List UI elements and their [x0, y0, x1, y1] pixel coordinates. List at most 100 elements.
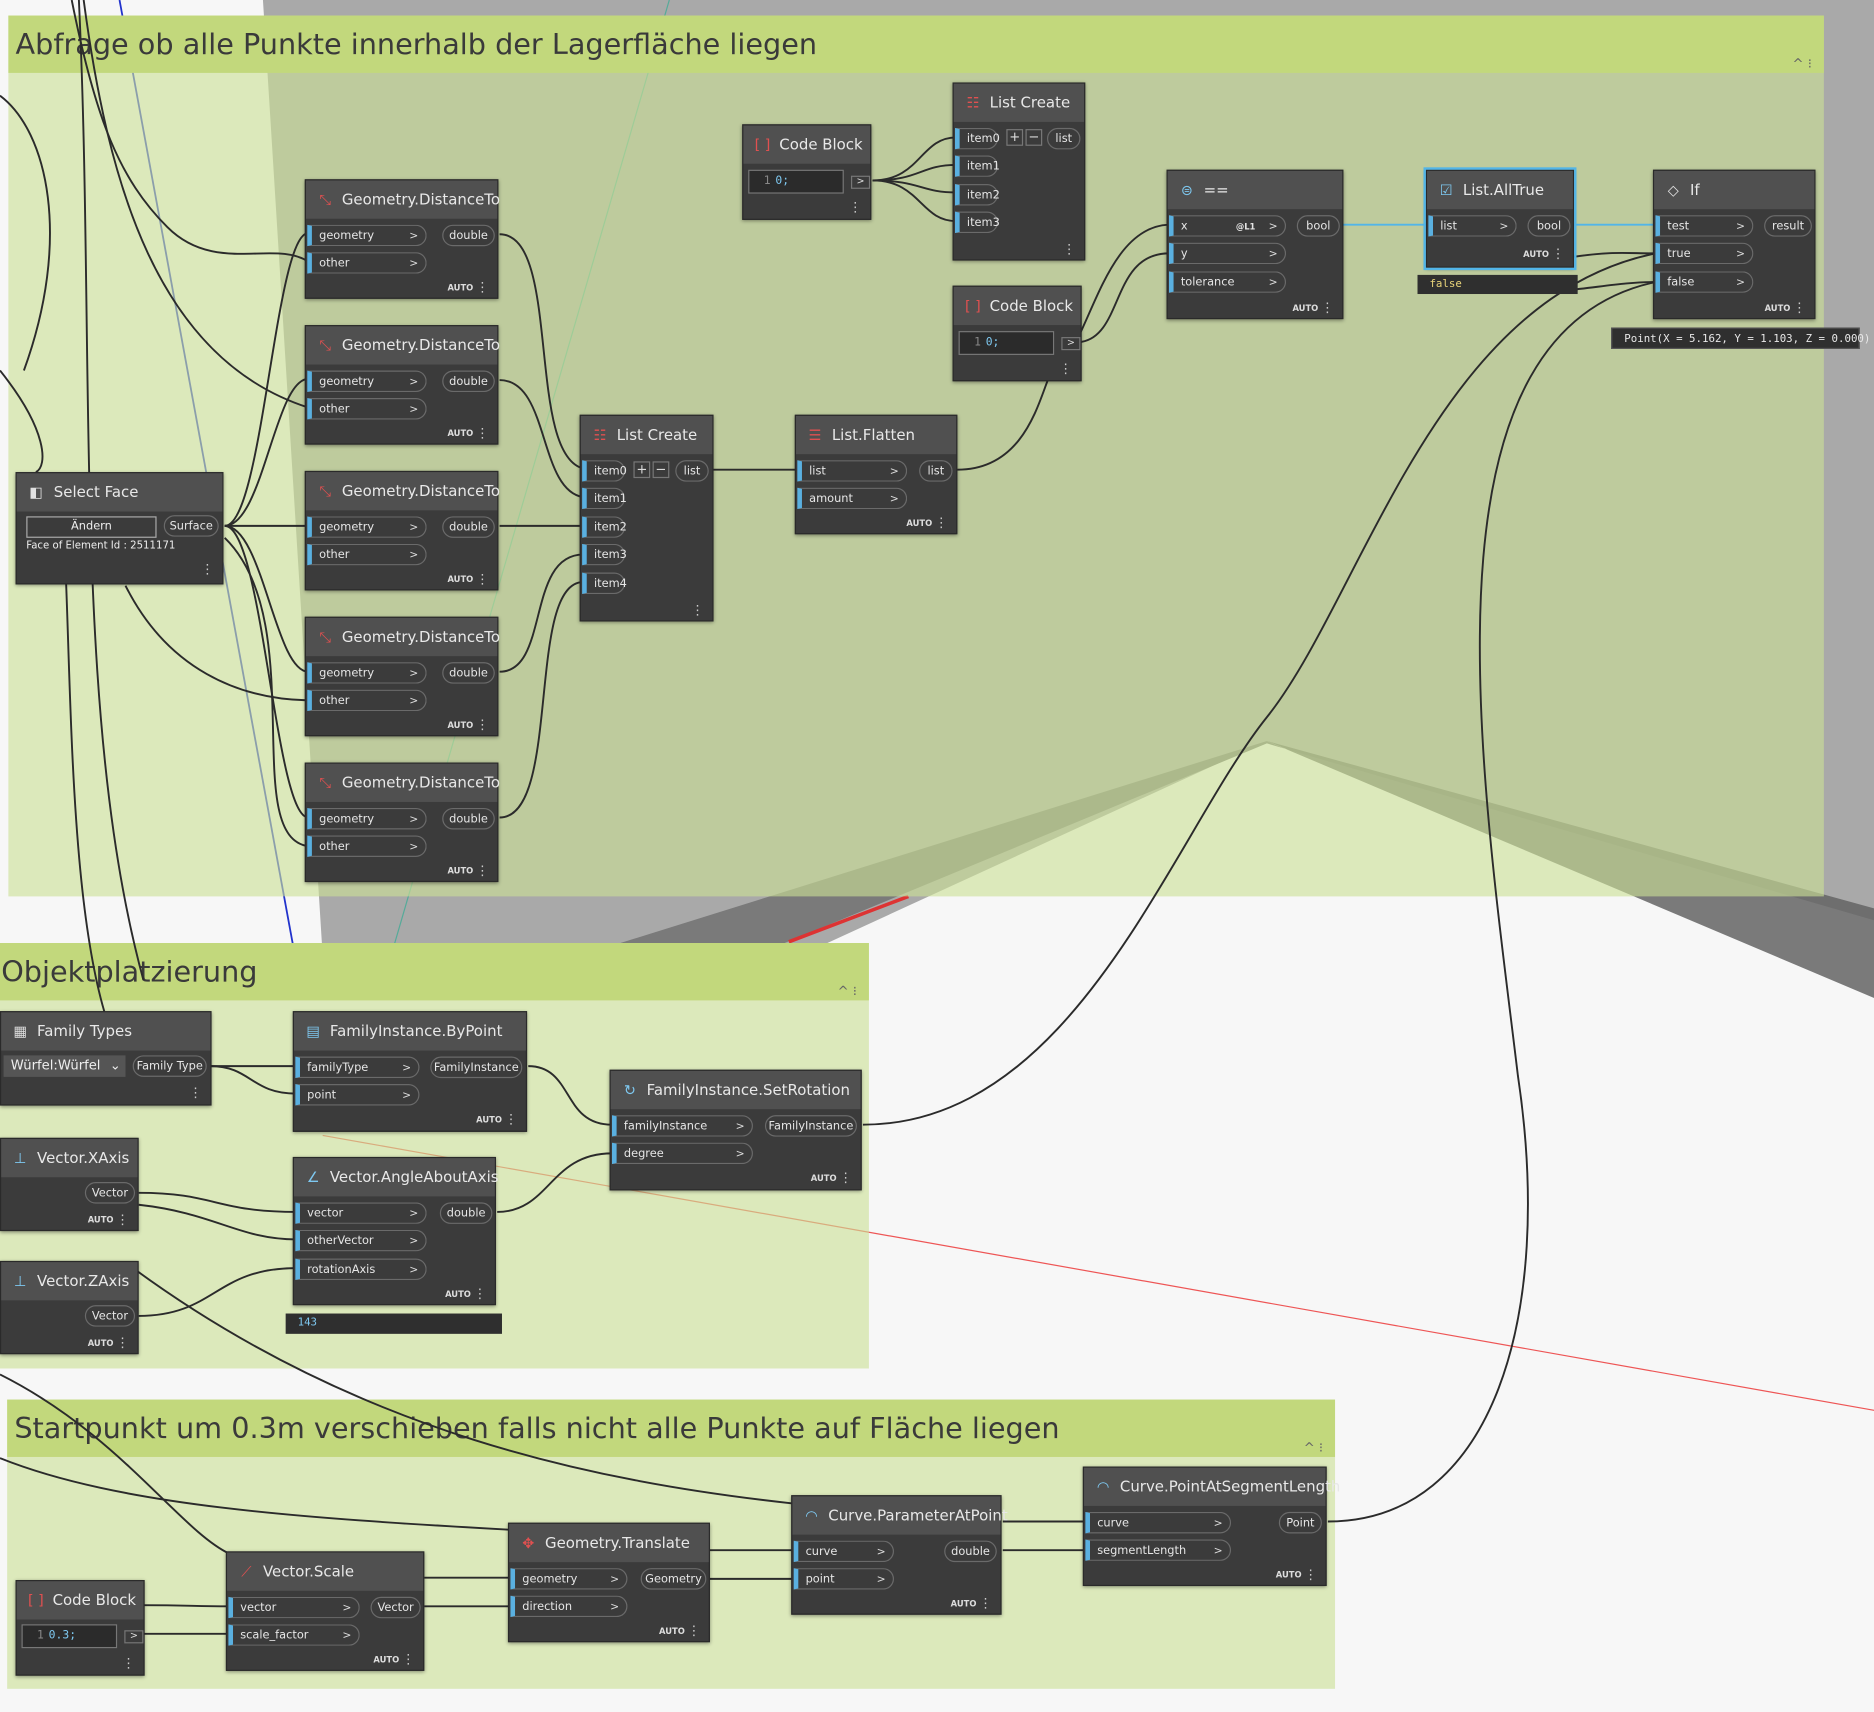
- wire[interactable]: [224, 537, 309, 848]
- wire[interactable]: [138, 1267, 297, 1317]
- output-port-vector[interactable]: Vector: [370, 1596, 421, 1619]
- remove-input-button[interactable]: −: [652, 461, 670, 479]
- output-port-bool[interactable]: bool: [1296, 215, 1340, 237]
- lacing-auto-label[interactable]: AUTO: [1523, 249, 1549, 260]
- output-port-geometry[interactable]: Geometry: [640, 1568, 707, 1590]
- input-port-list[interactable]: list>: [1428, 215, 1517, 237]
- output-port-double[interactable]: double: [944, 1540, 997, 1563]
- input-port-list[interactable]: list>: [797, 460, 908, 482]
- input-port-test[interactable]: test>: [1655, 215, 1754, 237]
- select-face-node[interactable]: ◧Select Face Ändern Surface Face of Elem…: [15, 472, 224, 585]
- list-create-node-1[interactable]: ☷List Create item0 item1 item2 item3 ite…: [579, 414, 714, 622]
- distance-to-node-5[interactable]: ⤡Geometry.DistanceTo geometry> other> do…: [304, 762, 500, 883]
- input-port-true[interactable]: true>: [1655, 242, 1754, 265]
- lacing-auto-label[interactable]: AUTO: [447, 429, 474, 439]
- input-port-other[interactable]: other>: [307, 835, 427, 857]
- node-header[interactable]: ◠Curve.PointAtSegmentLength: [1084, 1467, 1340, 1506]
- lacing-auto-label[interactable]: AUTO: [1275, 1570, 1302, 1581]
- node-header[interactable]: ⤡Geometry.DistanceTo: [305, 180, 500, 219]
- node-menu-icon[interactable]: ⋮: [978, 1595, 993, 1612]
- list-create-node-2[interactable]: ☷List Create item0 item1 item2 item3 + −…: [952, 82, 1086, 261]
- wire[interactable]: [862, 252, 1656, 1126]
- input-port-vector[interactable]: vector>: [228, 1596, 360, 1619]
- lacing-level-badge[interactable]: @L1: [1235, 222, 1256, 232]
- input-port-other[interactable]: other>: [307, 689, 427, 712]
- input-port-item2[interactable]: item2: [954, 184, 1000, 206]
- node-header[interactable]: ⤡Geometry.DistanceTo: [305, 326, 500, 365]
- output-port-arrow[interactable]: >: [850, 175, 871, 189]
- node-menu-icon[interactable]: ⋮: [934, 515, 948, 531]
- node-header[interactable]: ☰List.Flatten: [796, 415, 957, 455]
- input-port-tolerance[interactable]: tolerance>: [1168, 271, 1287, 293]
- lacing-auto-label[interactable]: AUTO: [447, 720, 474, 731]
- output-port-list[interactable]: list: [675, 460, 709, 482]
- node-menu-icon[interactable]: ⋮: [200, 561, 214, 578]
- input-port-other-vector[interactable]: otherVector>: [295, 1229, 427, 1252]
- node-header[interactable]: ⊜==: [1167, 170, 1343, 210]
- wire[interactable]: [138, 1203, 297, 1241]
- node-header[interactable]: ⤡Geometry.DistanceTo: [305, 472, 500, 511]
- node-menu-icon[interactable]: ⋮: [1792, 299, 1806, 316]
- input-port-point[interactable]: point>: [793, 1568, 895, 1590]
- add-input-button[interactable]: +: [1006, 129, 1024, 146]
- wire[interactable]: [64, 573, 121, 1053]
- node-header[interactable]: ▦Family Types: [1, 1012, 211, 1051]
- wire[interactable]: [528, 1065, 612, 1126]
- input-port-geometry[interactable]: geometry>: [307, 662, 427, 684]
- output-port-bool[interactable]: bool: [1527, 215, 1571, 237]
- preview-bubble-alltrue[interactable]: false: [1417, 274, 1578, 295]
- wire[interactable]: [1327, 281, 1656, 1523]
- node-menu-icon[interactable]: ⋮: [475, 571, 489, 587]
- output-port-family-instance[interactable]: FamilyInstance: [764, 1115, 857, 1137]
- output-port-arrow[interactable]: >: [124, 1630, 144, 1644]
- node-menu-icon[interactable]: ⋮: [848, 199, 862, 216]
- remove-input-button[interactable]: −: [1025, 129, 1043, 146]
- geometry-translate-node[interactable]: ✥Geometry.Translate geometry> direction>…: [507, 1522, 710, 1643]
- input-port-item1[interactable]: item1: [582, 487, 627, 510]
- node-header[interactable]: ◇If: [1654, 170, 1815, 210]
- wire[interactable]: [224, 524, 309, 673]
- lacing-auto-label[interactable]: AUTO: [810, 1173, 837, 1184]
- node-header[interactable]: ⤡Geometry.DistanceTo: [305, 617, 500, 657]
- input-port-point[interactable]: point>: [295, 1084, 420, 1106]
- curve-parameter-at-point-node[interactable]: ◠Curve.ParameterAtPoint curve> point> do…: [791, 1495, 1008, 1615]
- output-port-double[interactable]: double: [442, 807, 495, 830]
- input-port-segment-length[interactable]: segmentLength>: [1085, 1539, 1232, 1561]
- curve-point-at-segment-length-node[interactable]: ◠Curve.PointAtSegmentLength curve> segme…: [1082, 1466, 1340, 1587]
- wire[interactable]: [499, 581, 584, 819]
- node-header[interactable]: ∠Vector.AngleAboutAxis: [294, 1158, 499, 1197]
- input-port-family-type[interactable]: familyType>: [295, 1056, 420, 1079]
- output-port-family-type[interactable]: Family Type: [132, 1055, 207, 1077]
- node-menu-icon[interactable]: ⋮: [1062, 241, 1076, 257]
- lacing-auto-label[interactable]: AUTO: [1292, 303, 1319, 314]
- group-collapse-icon[interactable]: ^ ⁝: [837, 983, 857, 1000]
- node-menu-icon[interactable]: ⋮: [475, 425, 489, 442]
- node-header[interactable]: ☷List Create: [580, 415, 713, 455]
- node-header[interactable]: ☑List.AllTrue: [1427, 170, 1573, 210]
- group-title[interactable]: Startpunkt um 0.3m verschieben falls nic…: [7, 1399, 1336, 1457]
- output-port-arrow[interactable]: >: [1061, 337, 1081, 351]
- input-port-geometry[interactable]: geometry>: [307, 370, 427, 393]
- node-header[interactable]: ⤡Geometry.DistanceTo: [305, 763, 500, 802]
- input-port-other[interactable]: other>: [307, 252, 427, 274]
- node-menu-icon[interactable]: ⋮: [1551, 246, 1565, 262]
- input-port-y[interactable]: y>: [1168, 242, 1287, 265]
- wire[interactable]: [224, 232, 309, 527]
- wire[interactable]: [138, 1191, 297, 1213]
- list-alltrue-node[interactable]: ☑List.AllTrue list> bool AUTO ⋮: [1423, 167, 1577, 271]
- node-header[interactable]: ◧Select Face: [16, 473, 223, 512]
- lacing-auto-label[interactable]: AUTO: [87, 1215, 114, 1226]
- output-port-surface[interactable]: Surface: [163, 515, 219, 537]
- input-port-curve[interactable]: curve>: [1085, 1511, 1232, 1534]
- wire[interactable]: [0, 1373, 230, 1555]
- distance-to-node-2[interactable]: ⤡Geometry.DistanceTo geometry> other> do…: [304, 325, 500, 445]
- node-menu-icon[interactable]: ⋮: [687, 1623, 701, 1639]
- input-port-scale-factor[interactable]: scale_factor>: [228, 1624, 360, 1646]
- group-title[interactable]: Objektplatzierung: [0, 943, 869, 1001]
- output-port-double[interactable]: double: [439, 1202, 493, 1224]
